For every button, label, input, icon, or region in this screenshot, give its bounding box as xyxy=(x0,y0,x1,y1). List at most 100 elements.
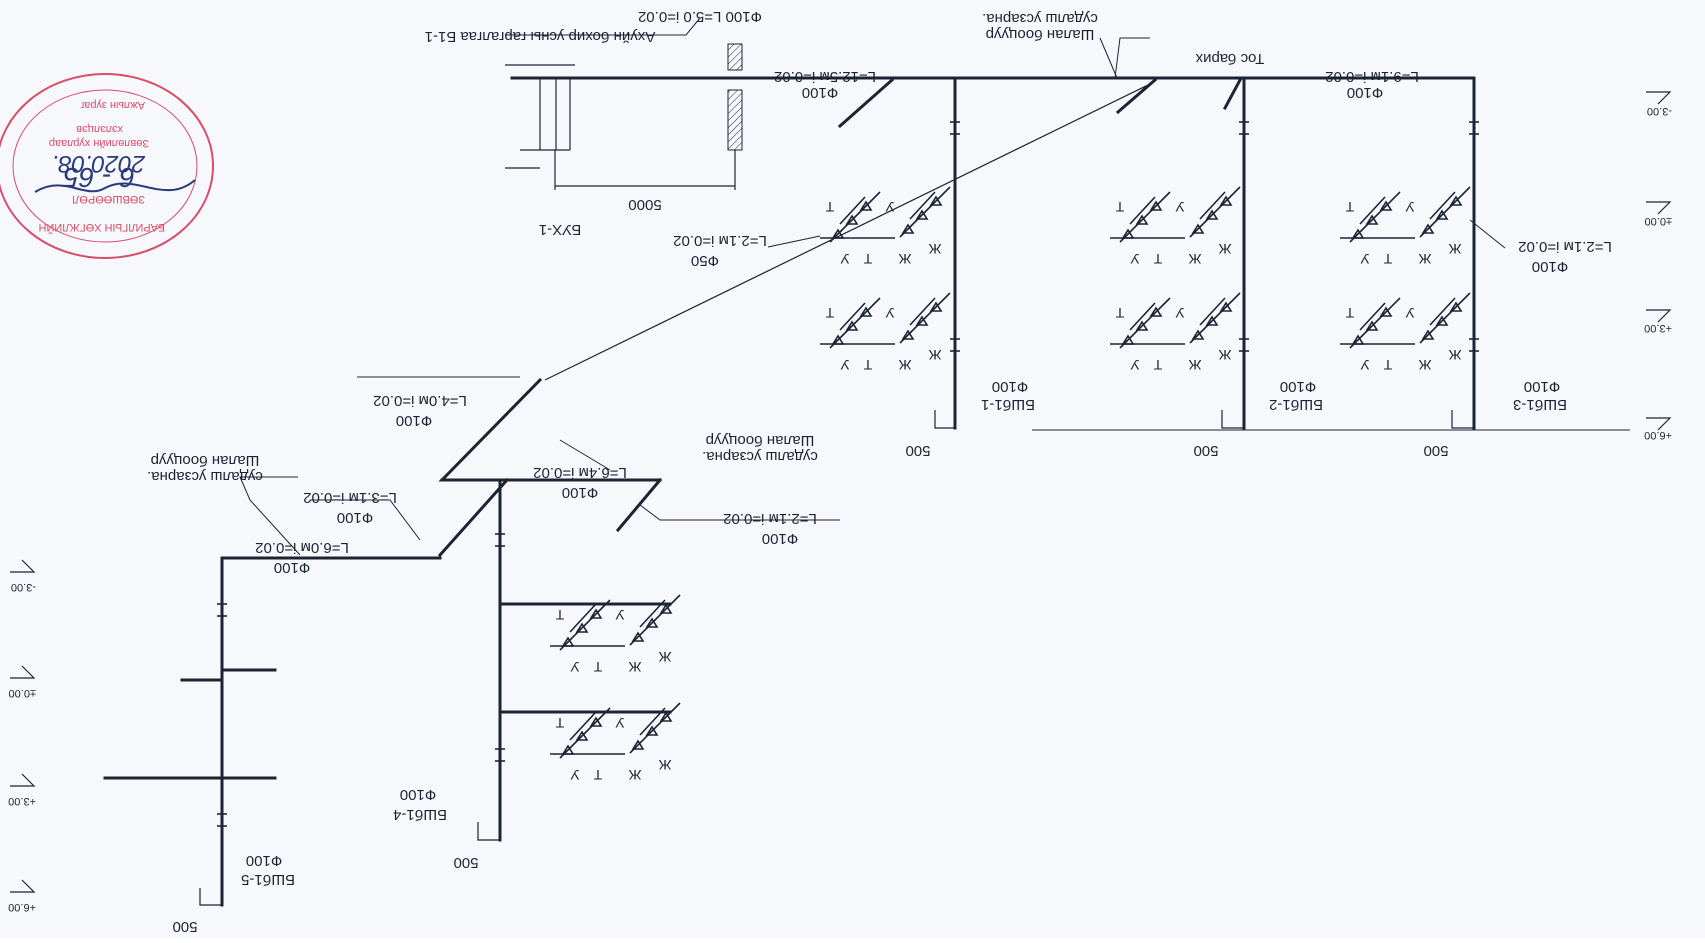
fixture-letter-u: У xyxy=(1405,199,1414,215)
fixture-letter-zh: Ж xyxy=(658,649,671,665)
hose-label-left-1: Шалан бооцуур xyxy=(151,452,260,469)
level-left-4: +6.00 xyxy=(8,901,36,913)
level-right-4: +6.00 xyxy=(1644,429,1672,441)
fixture-letter-u: У xyxy=(570,767,579,783)
seg-main-left-label: L=12.5м i=0.02 xyxy=(774,68,876,85)
seg-left-label: L=6.0м i=0.02 xyxy=(255,539,349,556)
fixture-letter-u: У xyxy=(840,357,849,373)
fixture-letter-u: У xyxy=(1130,357,1139,373)
fixture-letter-zh: Ж xyxy=(928,347,941,363)
fixture-letter-zh: Ж xyxy=(1218,241,1231,257)
fixture-letter-zh: Ж xyxy=(1218,347,1231,363)
fixture-letter-zh: Ж xyxy=(658,757,671,773)
seg-mid-label: L=6.4м i=0.02 xyxy=(533,464,627,481)
seg-diag-dia: Ф100 xyxy=(396,412,432,429)
riser-4-id: БШб1-4 xyxy=(393,806,447,823)
fixture-letter-u: У xyxy=(885,305,894,321)
seg-lower-branch-label: L=2.1м i=0.02 xyxy=(723,510,817,527)
well-label: БУХ-1 xyxy=(539,221,581,238)
riser-5-id: БШб1-5 xyxy=(241,871,295,888)
seg-left-dia: Ф100 xyxy=(274,559,310,576)
outlet-well-detail xyxy=(505,43,743,190)
seg-lower-branch-dia: Ф100 xyxy=(762,530,798,547)
hose-label-mid-1: Шалан бооцуур xyxy=(706,432,815,449)
fixture-letter-t: Т xyxy=(1345,305,1354,321)
level-left-3: +3.00 xyxy=(8,795,36,807)
fixture-letter-zh: Ж xyxy=(1418,357,1431,373)
fixture-letter-u: У xyxy=(1175,199,1184,215)
stamp-line-4: хэлэлцэв xyxy=(76,123,123,135)
fixture-letter-t: Т xyxy=(593,659,602,675)
signature-mark xyxy=(34,179,196,193)
riser-4-dia: Ф100 xyxy=(400,786,436,803)
fixture-letter-t: Т xyxy=(825,305,834,321)
fixture-letter-t: Т xyxy=(1383,357,1392,373)
fixture-letter-t: Т xyxy=(1115,199,1124,215)
fixture-letter-zh: Ж xyxy=(1418,251,1431,267)
riser-5-base: 500 xyxy=(172,918,197,935)
seg-branch-right-dia: Ф100 xyxy=(1532,258,1568,275)
fixture-letter-u: У xyxy=(615,607,624,623)
riser-3-id: БШб1-3 xyxy=(1513,396,1567,413)
fixture-letter-u: У xyxy=(885,199,894,215)
riser-2-id: БШб1-2 xyxy=(1269,396,1323,413)
seg-main-left-dia: Ф100 xyxy=(802,84,838,101)
fixture-letter-u: У xyxy=(1405,305,1414,321)
seg-branch-left-dia: Ф50 xyxy=(691,252,719,269)
title-annotation: Ахуйн бохир усны гаргалгаа Б1-1 xyxy=(425,28,656,45)
fixture-letter-u: У xyxy=(1130,251,1139,267)
stamp-line-2: ЗӨВШӨӨРӨЛ xyxy=(72,193,145,205)
fixture-letter-u: У xyxy=(1360,251,1369,267)
fixture-letter-zh: Ж xyxy=(628,659,641,675)
level-left-2: ±0.00 xyxy=(9,687,36,699)
level-markers xyxy=(10,91,1672,893)
hose-label-left-2: судалш усзарна. xyxy=(147,468,263,485)
fixture-letter-u: У xyxy=(615,715,624,731)
stamp-line-3: Зөвлөлийн хурлаар xyxy=(49,137,149,149)
seg-diag-label: L=4.0м i=0.02 xyxy=(373,392,467,409)
hose-label-top-1: Шалан бооцуур xyxy=(986,26,1095,43)
tos-label: Тос барих xyxy=(1195,50,1264,67)
stamp-line-1: БАРИЛГЫН ХӨГЖЛИЙН xyxy=(38,221,165,234)
riser-4-base: 500 xyxy=(453,854,478,871)
stamp-date: 2020.08. xyxy=(52,150,146,177)
main-horizontal-pipe xyxy=(510,76,1476,430)
seg-short-dia: Ф100 xyxy=(337,509,373,526)
fixture-letter-zh: Ж xyxy=(898,251,911,267)
seg-main-right-dia: Ф100 xyxy=(1347,84,1383,101)
fixture-letter-t: Т xyxy=(825,199,834,215)
seg-branch-right-label: L=2.1м i=0.02 xyxy=(1518,238,1612,255)
fixture-letter-zh: Ж xyxy=(1448,347,1461,363)
fixture-letter-t: Т xyxy=(555,715,564,731)
seg-short-label: L=3.1м i=0.02 xyxy=(303,489,397,506)
riser-1-id: БШб1-1 xyxy=(981,396,1035,413)
level-right-2: ±0.00 xyxy=(1645,215,1672,227)
fixture-letter-t: Т xyxy=(1383,251,1392,267)
fixture-letter-u: У xyxy=(1175,305,1184,321)
main-pipe-annotation: Ф100 L=5.0 i=0.02 xyxy=(638,8,762,25)
level-right-3: +3.00 xyxy=(1644,322,1672,334)
riser-3-dia: Ф100 xyxy=(1524,378,1560,395)
fixture-letter-t: Т xyxy=(555,607,564,623)
fixture-letter-t: Т xyxy=(1115,305,1124,321)
fixture-letter-u: У xyxy=(570,659,579,675)
seg-main-right-label: L=9.1м i=0.02 xyxy=(1325,68,1419,85)
fixture-letter-t: Т xyxy=(1153,251,1162,267)
fixture-letter-t: Т xyxy=(863,251,872,267)
fixture-letter-t: Т xyxy=(1153,357,1162,373)
riser-3-base: 500 xyxy=(1423,442,1448,459)
riser-1-base: 500 xyxy=(905,442,930,459)
hose-label-top-2: судалш усзарна. xyxy=(982,10,1098,27)
riser-2-base: 500 xyxy=(1193,442,1218,459)
seg-mid-dia: Ф100 xyxy=(562,484,598,501)
